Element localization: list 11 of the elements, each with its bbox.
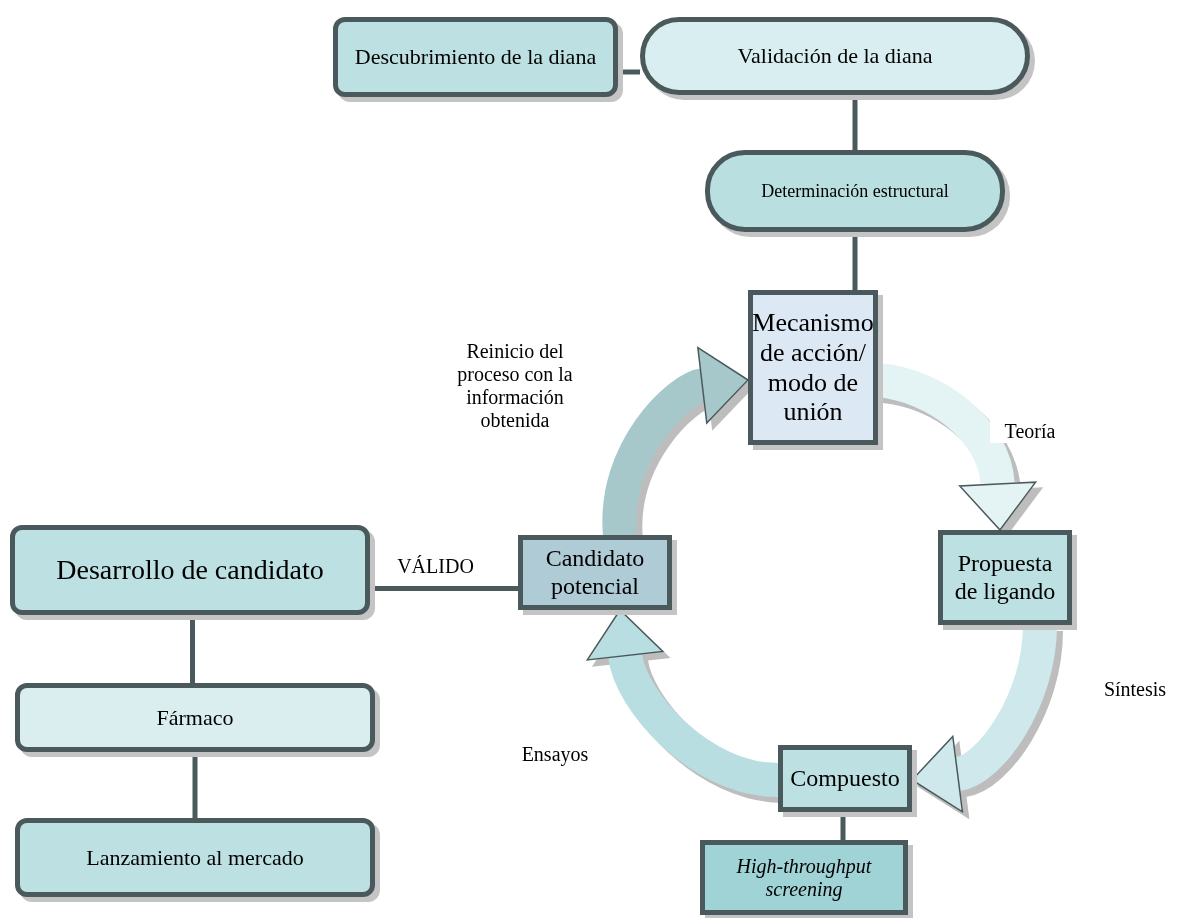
box-label: Determinación estructural (761, 180, 949, 202)
box-label: Desarrollo de candidato (56, 553, 324, 587)
box-label: High-throughput screening (735, 854, 873, 901)
box-label: Fármaco (156, 704, 234, 731)
box-label: Compuesto (790, 764, 900, 793)
box-label: Descubrimiento de la diana (354, 44, 597, 70)
box-label: Lanzamiento al mercado (86, 844, 304, 871)
box-label: Candidato potencial (544, 544, 646, 601)
box-label: Validación de la diana (737, 43, 933, 69)
box-label: Propuesta de ligando (953, 549, 1057, 606)
box-label: Mecanismo de acción/ modo de unión (752, 307, 874, 428)
